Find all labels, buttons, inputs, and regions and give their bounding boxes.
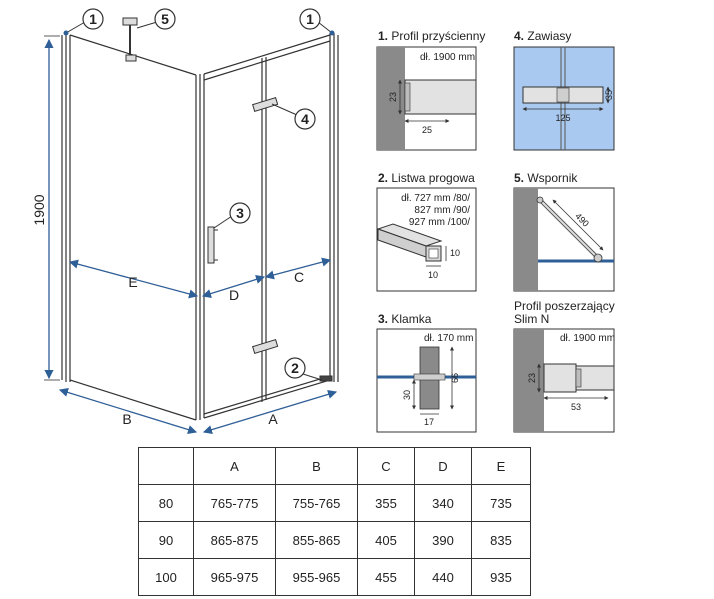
label-c: C <box>294 269 304 285</box>
callouts: 1 5 1 4 3 2 <box>63 8 335 381</box>
svg-text:53: 53 <box>571 402 581 412</box>
table-row: 100 965-975 955-965 455 440 935 <box>138 558 531 596</box>
callout-1-left <box>82 8 104 30</box>
svg-text:5. Wspornik: 5. Wspornik <box>514 171 578 185</box>
callout-2-label: 2 <box>291 360 299 376</box>
door-handle <box>207 226 215 264</box>
callout-5-label: 5 <box>161 11 169 27</box>
svg-text:1. Profil przyścienny: 1. Profil przyścienny <box>378 29 485 43</box>
table-cell: 935 <box>471 558 531 596</box>
svg-text:10: 10 <box>428 270 438 280</box>
callout-3-label: 3 <box>236 205 244 221</box>
callout-2 <box>284 357 306 379</box>
table-cell: 455 <box>357 558 415 596</box>
svg-text:Profil poszerzający: Profil poszerzający <box>514 299 615 313</box>
label-b: B <box>122 411 131 427</box>
table-cell: 855-865 <box>275 521 358 559</box>
right-wall-profile <box>329 33 339 382</box>
svg-text:23: 23 <box>527 373 537 383</box>
table-row: 90 865-875 855-865 405 390 835 <box>138 521 531 559</box>
table-header-cell: A <box>193 447 276 485</box>
left-wall-profile <box>61 33 71 382</box>
dimension-lines <box>44 38 338 435</box>
callout-1-right <box>299 8 321 30</box>
svg-text:3. Klamka: 3. Klamka <box>378 312 432 326</box>
table-header-cell <box>138 447 194 485</box>
svg-text:35: 35 <box>604 90 614 100</box>
svg-text:dł. 727 mm /80/: dł. 727 mm /80/ <box>401 193 470 204</box>
table-cell: 390 <box>414 521 472 559</box>
callout-1-left-label: 1 <box>89 11 97 27</box>
svg-text:10: 10 <box>450 248 460 258</box>
corner-post <box>195 74 205 420</box>
table-cell: 405 <box>357 521 415 559</box>
svg-text:927 mm /100/: 927 mm /100/ <box>409 217 470 228</box>
svg-text:30: 30 <box>402 390 412 400</box>
svg-text:17: 17 <box>424 417 434 427</box>
threshold-strip <box>203 375 331 419</box>
table-cell: 440 <box>414 558 472 596</box>
table-cell: 355 <box>357 484 415 522</box>
table-cell: 865-875 <box>193 521 276 559</box>
detail-handle: 3. Klamka dł. 170 mm 66 30 17 <box>376 312 477 433</box>
dimension-b <box>58 388 198 434</box>
label-a: A <box>268 411 278 427</box>
label-e: E <box>128 274 137 290</box>
dimension-table: A B C D E 80 765-775 755-765 355 340 735… <box>138 447 531 596</box>
svg-text:dł. 1900 mm: dł. 1900 mm <box>420 52 475 63</box>
table-header-cell: C <box>357 447 415 485</box>
detail-threshold-strip: 2. Listwa progowa dł. 727 mm /80/ 827 mm… <box>376 171 477 292</box>
table-cell: 965-975 <box>193 558 276 596</box>
detail-extension-profile: Profil poszerzający Slim N dł. 1900 mm 2… <box>513 299 615 433</box>
callout-3 <box>229 202 251 224</box>
callout-5 <box>154 8 176 30</box>
table-cell: 955-965 <box>275 558 358 596</box>
hinge-top <box>252 96 279 112</box>
label-d: D <box>229 287 239 303</box>
svg-text:2. Listwa progowa: 2. Listwa progowa <box>378 171 475 185</box>
dimension-e <box>68 259 199 299</box>
hinge-bottom <box>252 338 279 354</box>
table-cell: 100 <box>138 558 194 596</box>
detail-wall-profile: 1. Profil przyścienny dł. 1900 mm 23 25 <box>376 29 485 151</box>
callout-4-label: 4 <box>301 111 309 127</box>
svg-text:dł. 170 mm: dł. 170 mm <box>424 333 473 344</box>
svg-text:23: 23 <box>388 92 398 102</box>
table-cell: 765-775 <box>193 484 276 522</box>
svg-text:66: 66 <box>450 373 460 383</box>
table-cell: 835 <box>471 521 531 559</box>
svg-text:4. Zawiasy: 4. Zawiasy <box>514 29 571 43</box>
svg-text:125: 125 <box>555 113 570 123</box>
table-cell: 340 <box>414 484 472 522</box>
table-row: 80 765-775 755-765 355 340 735 <box>138 484 531 522</box>
table-header-cell: B <box>275 447 358 485</box>
dimension-d <box>201 275 266 298</box>
dimension-c <box>264 257 332 280</box>
detail-support-bracket: 5. Wspornik 490 <box>513 171 615 292</box>
table-cell: 735 <box>471 484 531 522</box>
table-header-row: A B C D E <box>138 447 531 485</box>
svg-text:827 mm /90/: 827 mm /90/ <box>414 205 470 216</box>
detail-hinges: 4. Zawiasy 35 125 <box>513 29 615 151</box>
svg-text:25: 25 <box>422 125 432 135</box>
overall-height-label: 1900 <box>31 194 47 225</box>
svg-text:dł. 1900 mm: dł. 1900 mm <box>560 333 615 344</box>
table-cell: 90 <box>138 521 194 559</box>
dimension-a <box>202 389 338 435</box>
table-cell: 80 <box>138 484 194 522</box>
table-header-cell: D <box>414 447 472 485</box>
table-cell: 755-765 <box>275 484 358 522</box>
svg-text:Slim N: Slim N <box>514 312 549 326</box>
table-header-cell: E <box>471 447 531 485</box>
hardware <box>122 17 333 382</box>
callout-1-right-label: 1 <box>306 11 314 27</box>
callout-4 <box>294 108 316 130</box>
